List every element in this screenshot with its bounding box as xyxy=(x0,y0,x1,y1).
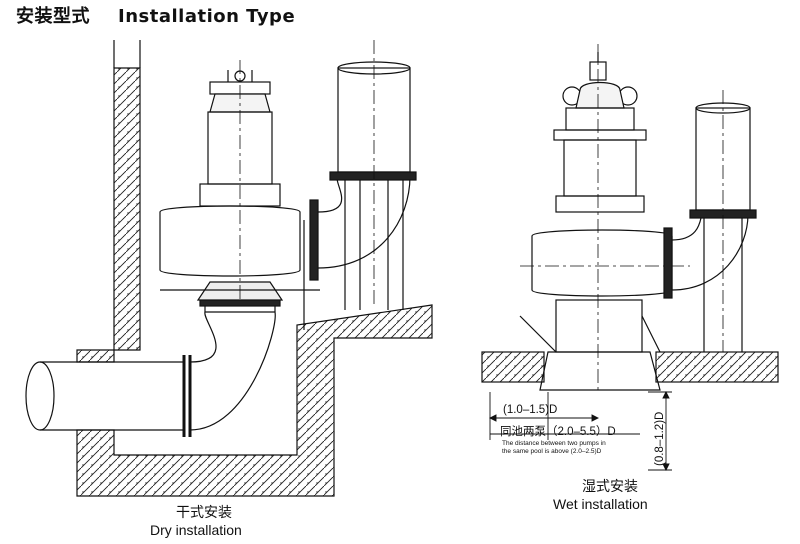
wet-floor-left xyxy=(481,351,545,383)
dry-caption-english: Dry installation xyxy=(150,522,242,538)
dry-caption-chinese: 干式安装 xyxy=(176,504,232,520)
dry-installation-drawing xyxy=(25,40,433,497)
wet-dimension-lines xyxy=(488,390,672,472)
dry-pump xyxy=(159,60,320,301)
title-english: Installation Type xyxy=(118,6,296,27)
dimension-height-label: (0.8–1.2)D xyxy=(654,411,666,466)
wet-pump xyxy=(519,44,690,392)
dry-suction-pipe xyxy=(25,299,281,437)
wet-installation-drawing xyxy=(481,44,779,472)
wet-discharge-pipe xyxy=(663,90,757,352)
dry-discharge-pipe xyxy=(303,40,417,330)
wet-caption-chinese: 湿式安装 xyxy=(582,478,638,494)
wet-floor-right xyxy=(655,351,779,383)
wet-caption-english: Wet installation xyxy=(553,496,648,512)
dimension-spacing-label: (1.0–1.5)D xyxy=(503,404,558,416)
dry-pit-concrete xyxy=(76,304,433,497)
title-chinese: 安装型式 xyxy=(16,6,90,27)
dry-wall-concrete xyxy=(76,67,141,363)
pump-distance-note: The distance between two pumps in the sa… xyxy=(502,440,606,455)
dimension-pool-label: 同池两泵（2.0–5.5）D xyxy=(500,426,616,438)
page-title: 安装型式 Installation Type xyxy=(16,2,295,28)
